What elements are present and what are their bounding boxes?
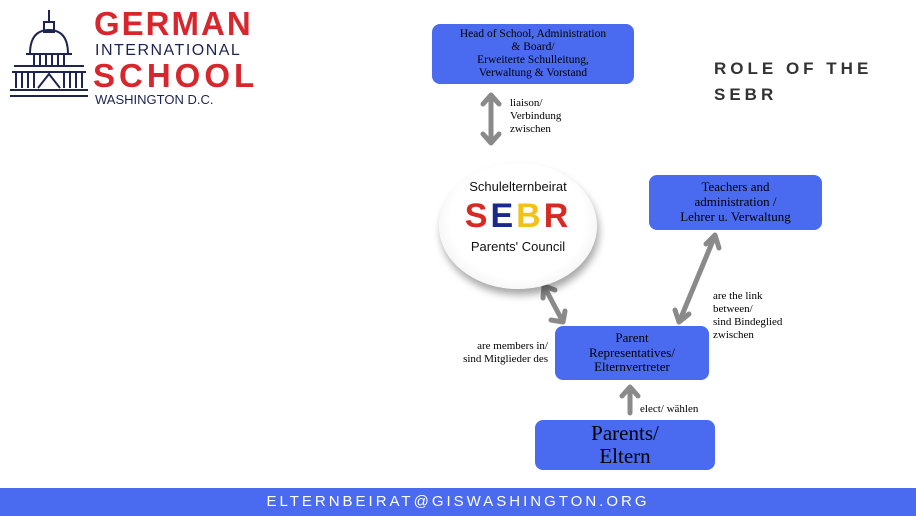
- arrow-sebr-reps: [540, 283, 568, 325]
- label-link: are the link between/ sind Bindeglied zw…: [713, 290, 783, 341]
- arrow-head-sebr: [480, 92, 502, 146]
- label-members: are members in/ sind Mitglieder des: [463, 340, 548, 365]
- page-title: ROLE OF THE SEBR: [714, 59, 873, 104]
- node-teachers-administration: Teachers and administration / Lehrer u. …: [649, 175, 822, 230]
- logo-line-international: INTERNATIONAL: [95, 42, 242, 59]
- logo-line-school: SCHOOL: [93, 57, 259, 94]
- node-head-of-school: Head of School, Administration & Board/ …: [432, 24, 634, 84]
- sebr-letters: SEBR: [439, 197, 597, 236]
- label-liaison: liaison/ Verbindung zwischen: [510, 97, 562, 135]
- sebr-title-german: Schulelternbeirat: [469, 179, 567, 194]
- sebr-circle: Schulelternbeirat SEBR Parents' Council: [439, 163, 597, 289]
- sebr-letter-b: B: [516, 197, 544, 235]
- node-parent-representatives: Parent Representatives/ Elternvertreter: [555, 326, 709, 380]
- capitol-dome-icon: [8, 8, 90, 100]
- sebr-title-english: Parents' Council: [470, 239, 566, 254]
- logo-line-german: GERMAN: [94, 5, 253, 42]
- sebr-letter-s: S: [464, 197, 491, 235]
- footer-email: ELTERNBEIRAT@GISWASHINGTON.ORG: [0, 488, 916, 516]
- sebr-letter-r: R: [543, 197, 572, 235]
- node-parents: Parents/ Eltern: [535, 420, 715, 470]
- logo-line-washington: WASHINGTON D.C.: [95, 92, 214, 107]
- sebr-letter-e: E: [490, 197, 517, 235]
- arrow-parents-reps: [619, 384, 641, 416]
- arrow-reps-teachers: [672, 232, 722, 325]
- label-elect: elect/ wählen: [640, 403, 699, 415]
